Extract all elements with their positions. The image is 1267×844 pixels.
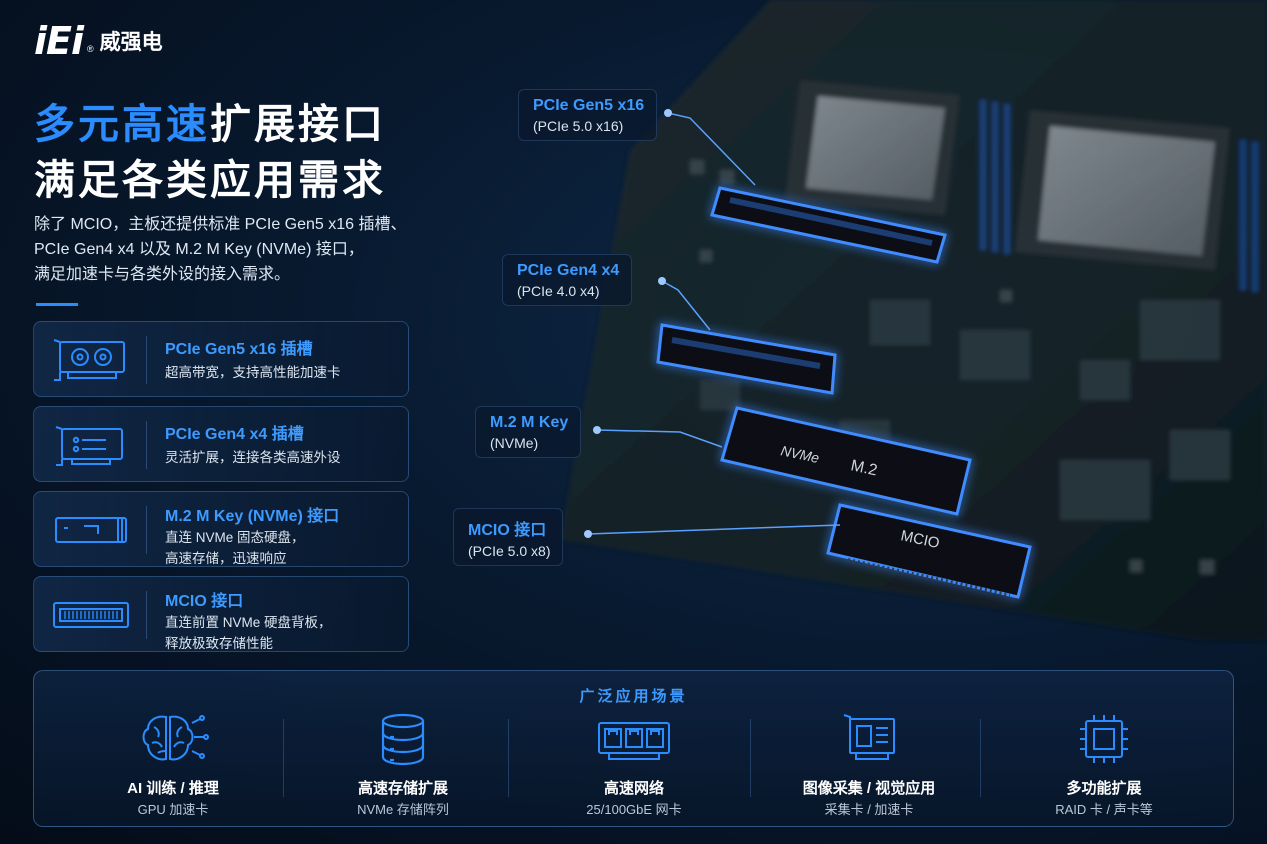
feature-title: PCIe Gen4 x4 插槽 (165, 426, 304, 443)
nvme-board-label: NVMe (779, 442, 821, 466)
scenario-multi: 多功能扩展 RAID 卡 / 声卡等 (984, 705, 1224, 817)
ai-brain-icon (142, 715, 209, 761)
gpu-card-icon (53, 339, 125, 381)
callout-subtitle: (NVMe) (490, 435, 539, 451)
motherboard-svg: NVMe M.2 MCIO (560, 0, 1267, 640)
headline-line-2: 满足各类应用需求 (34, 157, 386, 203)
feature-card-pcie-gen5: PCIe Gen5 x16 插槽 超高带宽，支持高性能加速卡 (33, 321, 409, 397)
scenario-subtitle: 采集卡 / 加速卡 (824, 802, 914, 817)
feature-desc-line: 高速存储，迅速响应 (165, 551, 287, 566)
scenario-network: 高速网络 25/100GbE 网卡 (514, 705, 754, 817)
intro-line: PCIe Gen4 x4 以及 M.2 M Key (NVMe) 接口， (34, 241, 364, 258)
callout-pcie-gen4: PCIe Gen4 x4 (PCIe 4.0 x4) (502, 254, 633, 306)
feature-desc: 灵活扩展，连接各类高速外设 (165, 447, 341, 468)
motherboard-illustration: NVMe M.2 MCIO (440, 0, 1267, 670)
database-icon (381, 713, 425, 766)
scenario-title: 图像采集 / 视觉应用 (802, 780, 936, 797)
feature-desc-line: 直连前置 NVMe 硬盘背板， (165, 615, 332, 630)
feature-desc: 直连 NVMe 固态硬盘， 高速存储，迅速响应 (165, 527, 305, 569)
scenario-separator (980, 719, 981, 797)
feature-separator (146, 421, 147, 469)
scenario-subtitle: RAID 卡 / 声卡等 (1055, 802, 1153, 817)
scenario-title: 多功能扩展 (1066, 780, 1142, 797)
callout-subtitle: (PCIe 5.0 x16) (533, 118, 624, 134)
scenarios-heading: 广泛应用场景 (579, 688, 688, 705)
network-card-icon (598, 722, 670, 760)
intro-line: 满足加速卡与各类外设的接入需求。 (34, 266, 291, 283)
callout-title: MCIO 接口 (468, 522, 547, 539)
expansion-card-icon (55, 426, 123, 466)
feature-desc-line: 超高带宽，支持高性能加速卡 (165, 365, 341, 380)
feature-desc: 超高带宽，支持高性能加速卡 (165, 362, 341, 383)
feature-desc: 直连前置 NVMe 硬盘背板， 释放极致存储性能 (165, 612, 332, 654)
m2-ssd-icon (55, 517, 127, 543)
callout-subtitle: (PCIe 4.0 x4) (517, 283, 600, 299)
scenario-vision: 图像采集 / 视觉应用 采集卡 / 加速卡 (749, 705, 989, 817)
callout-mcio: MCIO 接口 (PCIe 5.0 x8) (453, 508, 564, 566)
logo-mark: iEi (34, 19, 84, 63)
feature-title: M.2 M Key (NVMe) 接口 (165, 508, 340, 525)
scenario-separator (283, 719, 284, 797)
callout-pcie-gen5: PCIe Gen5 x16 (PCIe 5.0 x16) (518, 89, 658, 141)
scenario-storage: 高速存储扩展 NVMe 存储阵列 (283, 705, 523, 817)
scenario-title: 高速网络 (603, 780, 664, 797)
feature-separator (146, 591, 147, 639)
feature-card-mcio: MCIO 接口 直连前置 NVMe 硬盘背板， 释放极致存储性能 (33, 576, 409, 652)
capture-card-icon (843, 714, 895, 760)
accent-divider (36, 303, 78, 306)
headline-line-1: 多元高速扩展接口 (34, 96, 386, 152)
callout-title: PCIe Gen5 x16 (533, 97, 645, 114)
feature-desc-line: 释放极致存储性能 (165, 636, 273, 651)
scenario-subtitle: GPU 加速卡 (137, 802, 209, 817)
callout-subtitle: (PCIe 5.0 x8) (468, 543, 551, 559)
intro-line: 除了 MCIO，主板还提供标准 PCIe Gen5 x16 插槽、 (34, 216, 407, 233)
scenario-separator (750, 719, 751, 797)
scenario-subtitle: NVMe 存储阵列 (357, 802, 449, 817)
headline-rest: 扩展接口 (210, 101, 386, 147)
intro-paragraph: 除了 MCIO，主板还提供标准 PCIe Gen5 x16 插槽、 PCIe G… (34, 212, 464, 287)
headline: 多元高速扩展接口 满足各类应用需求 (34, 96, 386, 208)
callout-m2: M.2 M Key (NVMe) (475, 406, 582, 458)
scenario-ai: AI 训练 / 推理 GPU 加速卡 (53, 705, 293, 817)
feature-separator (146, 336, 147, 384)
feature-desc-line: 灵活扩展，连接各类高速外设 (165, 450, 341, 465)
callout-title: PCIe Gen4 x4 (517, 262, 620, 279)
brand-logo: iEi ® 威强电 (34, 22, 163, 60)
scenario-title: 高速存储扩展 (357, 780, 448, 797)
logo-registered-mark: ® (87, 44, 94, 54)
feature-desc-line: 直连 NVMe 固态硬盘， (165, 530, 305, 545)
feature-title: PCIe Gen5 x16 插槽 (165, 341, 313, 358)
logo-name: 威强电 (99, 31, 163, 54)
headline-accent: 多元高速 (34, 101, 210, 147)
feature-card-pcie-gen4: PCIe Gen4 x4 插槽 灵活扩展，连接各类高速外设 (33, 406, 409, 482)
application-scenarios-panel: 广泛应用场景 AI 训练 / 推理 GPU 加速卡 (33, 670, 1234, 827)
chip-icon (1080, 715, 1128, 763)
callout-title: M.2 M Key (490, 414, 569, 431)
m2-board-label: M.2 (849, 457, 879, 479)
scenario-separator (508, 719, 509, 797)
feature-separator (146, 506, 147, 554)
scenario-subtitle: 25/100GbE 网卡 (586, 802, 682, 817)
feature-list: PCIe Gen5 x16 插槽 超高带宽，支持高性能加速卡 PCIe Gen4… (33, 321, 409, 661)
mcio-connector-icon (53, 602, 129, 628)
feature-title: MCIO 接口 (165, 593, 244, 610)
feature-card-m2: M.2 M Key (NVMe) 接口 直连 NVMe 固态硬盘， 高速存储，迅… (33, 491, 409, 567)
scenario-title: AI 训练 / 推理 (127, 780, 219, 797)
